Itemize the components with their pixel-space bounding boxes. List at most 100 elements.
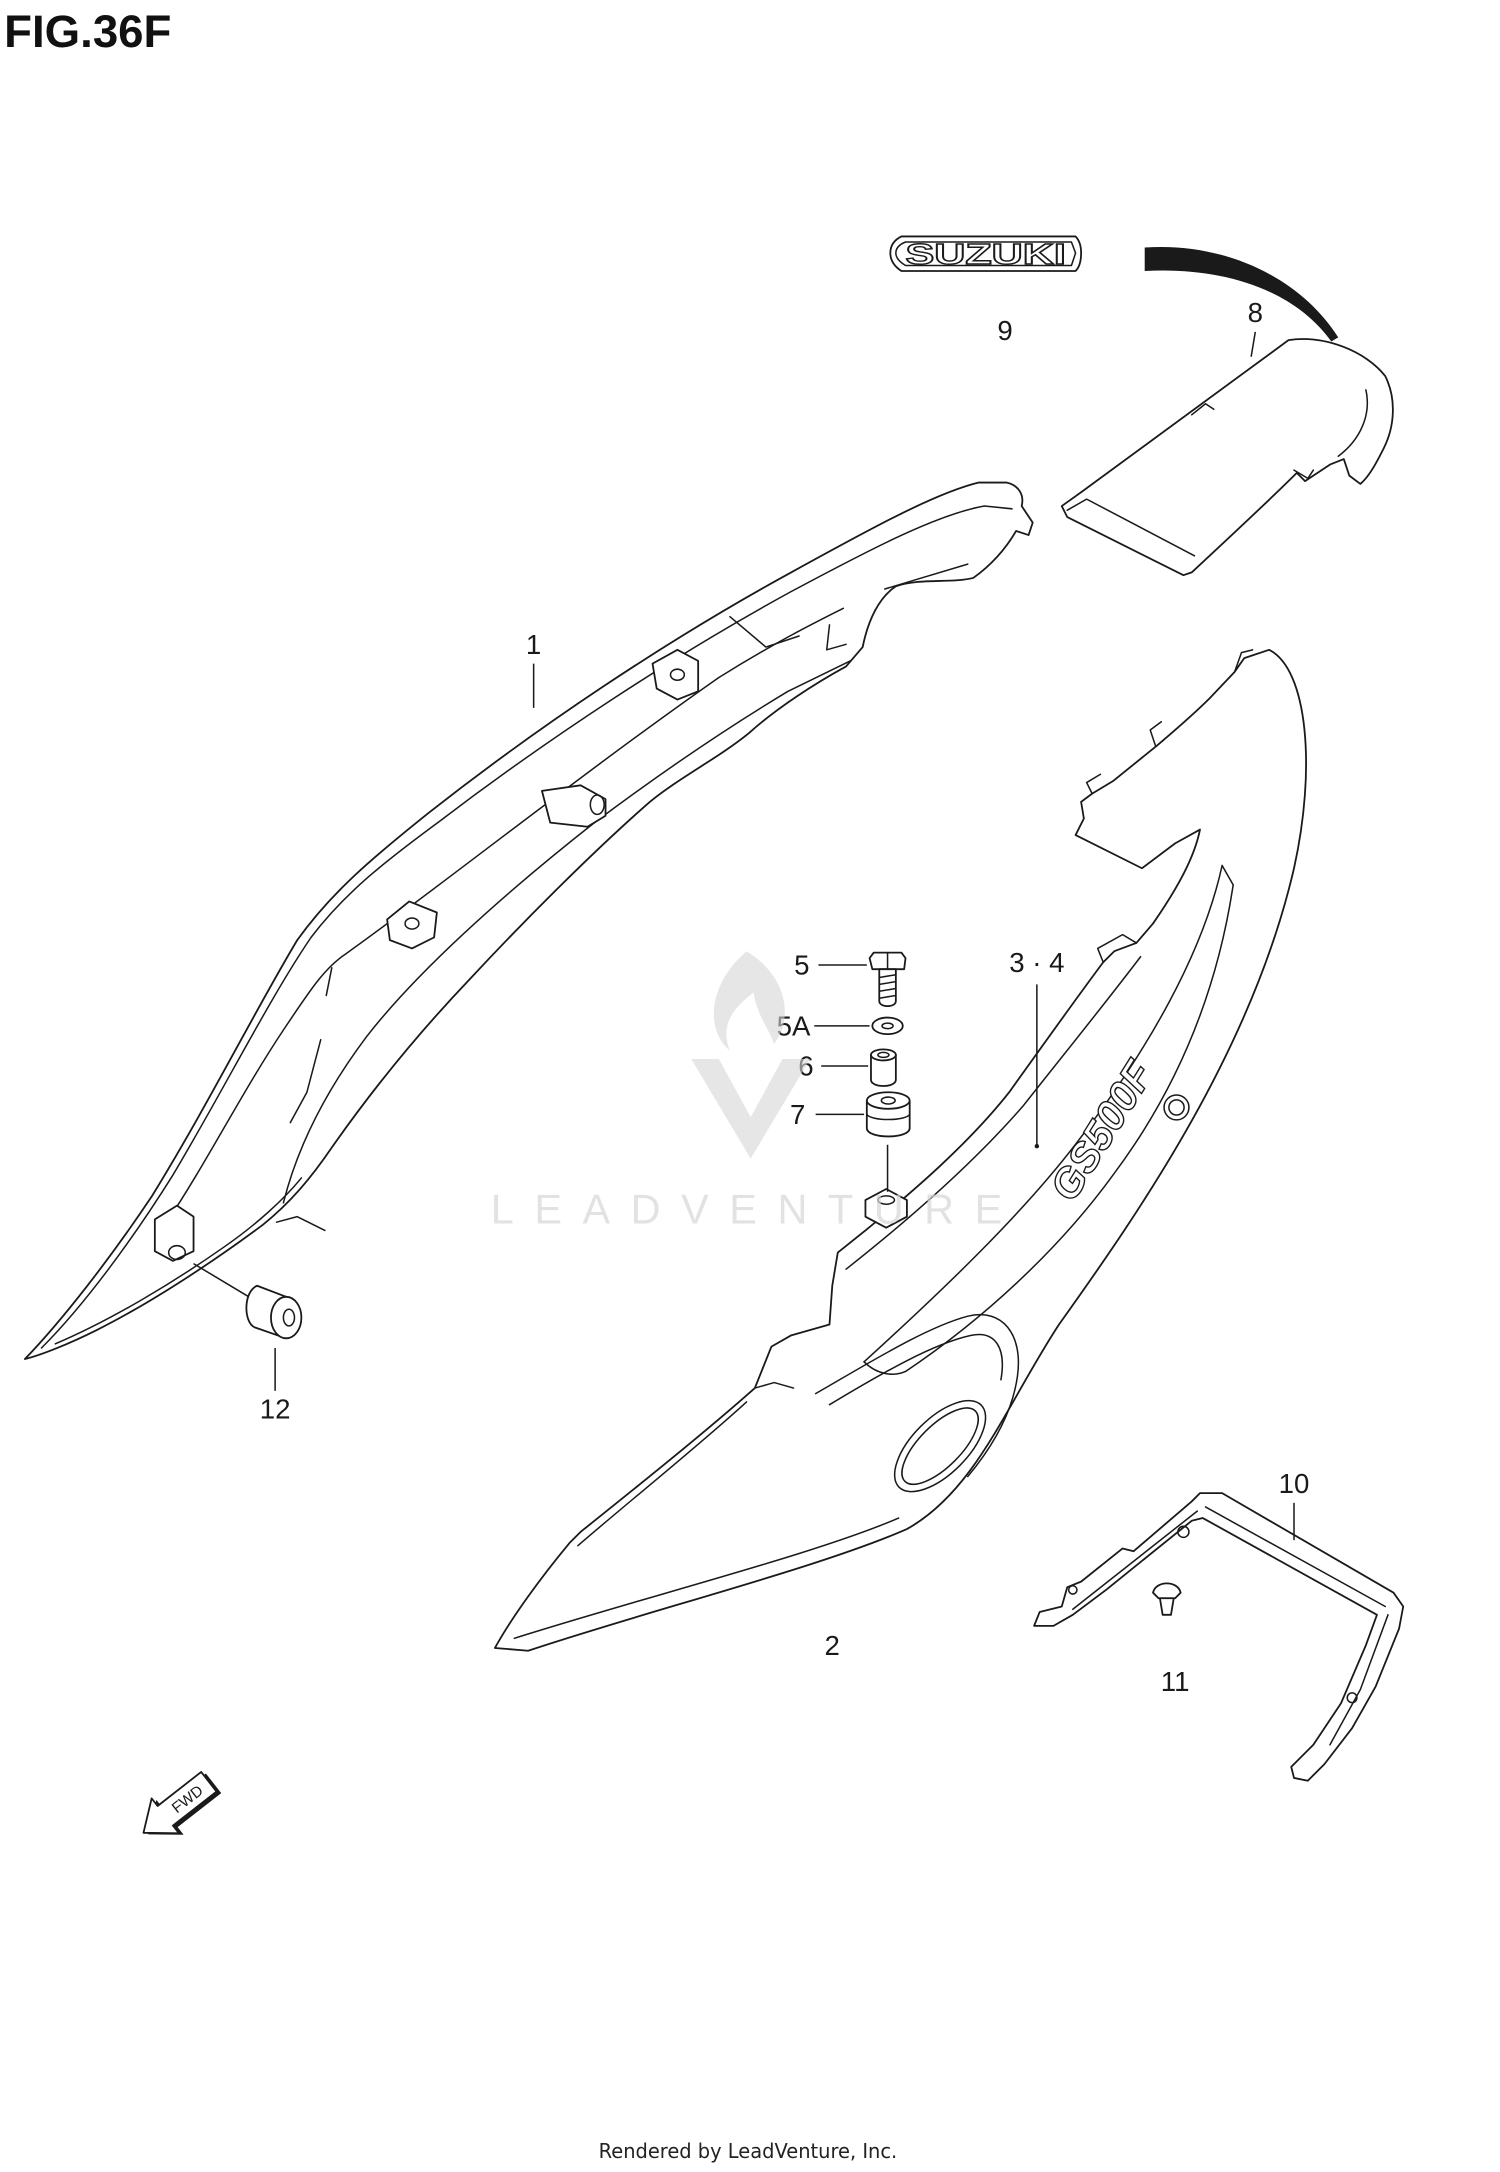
- callout-3-4: 3 · 4: [1009, 947, 1064, 978]
- tail-cover-inner-curve: [1337, 389, 1368, 458]
- left-cover-inner-rail: [282, 660, 851, 1204]
- bolt-thread: [878, 973, 897, 999]
- bracket-inner-edge: [1329, 1614, 1389, 1746]
- left-cover-mount-tab: [153, 1204, 195, 1262]
- emblem-outline: [889, 235, 1083, 272]
- fwd-arrow-body: [142, 1771, 218, 1835]
- frame-cover-top-tab: [1149, 720, 1163, 748]
- decal-panel-top-join: [1221, 864, 1234, 886]
- figure-title: FIG.36F: [4, 6, 171, 57]
- part-6-collar: [870, 1048, 897, 1087]
- frame-cover-step: [754, 1381, 795, 1389]
- part-2-frame-cover: GS500F: [494, 648, 1307, 1652]
- frame-cover-bottom-edge: [513, 1517, 900, 1640]
- grommet-hole: [880, 1096, 896, 1105]
- frame-cover-outline: [494, 648, 1307, 1652]
- left-cover-rib: [729, 615, 800, 648]
- watermark-text: LEADVENTURE: [491, 1186, 1003, 1233]
- collar-top: [870, 1048, 897, 1062]
- left-cover-top-edge: [40, 505, 1013, 1349]
- frame-cover-top-tab: [1233, 649, 1254, 673]
- grommet-hole: [282, 1308, 296, 1327]
- fwd-arrow-icon: FWD: [142, 1771, 222, 1835]
- leadventure-logo-icon: [691, 951, 811, 1159]
- frame-cover-top-tab: [1085, 773, 1102, 795]
- part-10-bracket: [1033, 1492, 1405, 1782]
- leader-line-12-to-mount: [193, 1262, 250, 1298]
- decal-panel-inner: [904, 884, 1234, 1373]
- frame-cover-left-edge: [845, 955, 1142, 1270]
- callout-6: 6: [798, 1051, 813, 1082]
- footer-credit: Rendered by LeadVenture, Inc.: [599, 2139, 898, 2163]
- callout-7: 7: [790, 1099, 805, 1130]
- part-5-bolt: [868, 951, 907, 1008]
- left-cover-rib: [825, 624, 847, 651]
- part-5a-washer: [871, 1016, 904, 1036]
- left-cover-mount-tab: [651, 648, 700, 701]
- frame-cover-mount-boss: [864, 1188, 908, 1229]
- left-cover-mount-hole: [669, 668, 686, 681]
- frame-cover-hole-inner: [1168, 1099, 1185, 1116]
- tail-cover-outline: [1060, 338, 1394, 577]
- bracket-hole: [1067, 1585, 1078, 1595]
- decal-panel-outer: [863, 864, 1223, 1363]
- clip-head: [1152, 1582, 1182, 1600]
- part-1-seat-tail-cover-left: [23, 481, 1034, 1360]
- tail-cover-tab: [1293, 469, 1315, 480]
- left-cover-mount-hole: [167, 1244, 187, 1261]
- tail-cover-tab: [1190, 402, 1215, 416]
- bracket-inner-edge: [1072, 1510, 1198, 1611]
- grommet-groove: [866, 1113, 911, 1121]
- bracket-outline: [1033, 1492, 1405, 1782]
- part-11-clip: [1152, 1582, 1182, 1616]
- washer-hole: [881, 1022, 894, 1030]
- frame-cover-side-tab: [1096, 933, 1138, 964]
- watermark-v: [691, 1059, 811, 1159]
- leader-line-8: [1250, 331, 1257, 357]
- part-8-tail-cover: [1060, 338, 1394, 577]
- callout-1: 1: [526, 629, 541, 660]
- emblem-lettering: SUZUKI: [906, 239, 1066, 271]
- bracket-hole: [1346, 1692, 1358, 1704]
- callout-11: 11: [1161, 1666, 1190, 1697]
- frame-cover-left-edge: [577, 1401, 748, 1547]
- left-cover-mount-hole: [404, 917, 420, 930]
- left-cover-bottom-edge: [54, 1177, 303, 1345]
- emblem-inner-border: [895, 241, 1077, 267]
- callout-5: 5: [794, 950, 809, 981]
- washer-outer: [871, 1016, 904, 1036]
- left-cover-rib: [275, 1215, 326, 1232]
- part-7-grommet: [865, 1091, 911, 1138]
- frame-cover-hole: [1163, 1094, 1190, 1121]
- left-cover-outline: [23, 481, 1034, 1360]
- bracket-inner-edge: [1204, 1506, 1387, 1608]
- frame-cover-swoosh: [814, 1314, 1020, 1478]
- clip-shank: [1159, 1597, 1175, 1616]
- left-cover-rib: [289, 1038, 322, 1124]
- callout-9: 9: [997, 315, 1012, 346]
- bracket-hole: [1177, 1525, 1190, 1539]
- left-cover-mount-tab: [386, 900, 438, 950]
- part-9-emblem: SUZUKI: [889, 235, 1083, 272]
- leader-point-3-4: [1034, 1143, 1040, 1149]
- part-12-grommet: [245, 1284, 303, 1340]
- callout-8: 8: [1248, 297, 1263, 328]
- callout-10: 10: [1279, 1468, 1310, 1499]
- left-cover-mount-boss: [541, 784, 607, 828]
- watermark-flame: [713, 951, 785, 1051]
- grommet-top: [865, 1091, 911, 1110]
- left-cover-rib: [884, 563, 969, 590]
- frame-cover-window-inner: [901, 1407, 979, 1486]
- tail-cover-lip: [1066, 498, 1196, 557]
- left-cover-mount-hole: [589, 794, 605, 816]
- grommet-body: [865, 1099, 911, 1138]
- frame-cover-window: [893, 1399, 987, 1493]
- callout-12: 12: [260, 1393, 291, 1424]
- frame-cover-mount-hole: [877, 1195, 896, 1205]
- frame-cover-swoosh: [828, 1333, 1003, 1406]
- left-cover-rib: [325, 967, 333, 997]
- collar-hole: [877, 1051, 890, 1059]
- collar-body: [870, 1053, 897, 1087]
- callout-2: 2: [825, 1630, 840, 1661]
